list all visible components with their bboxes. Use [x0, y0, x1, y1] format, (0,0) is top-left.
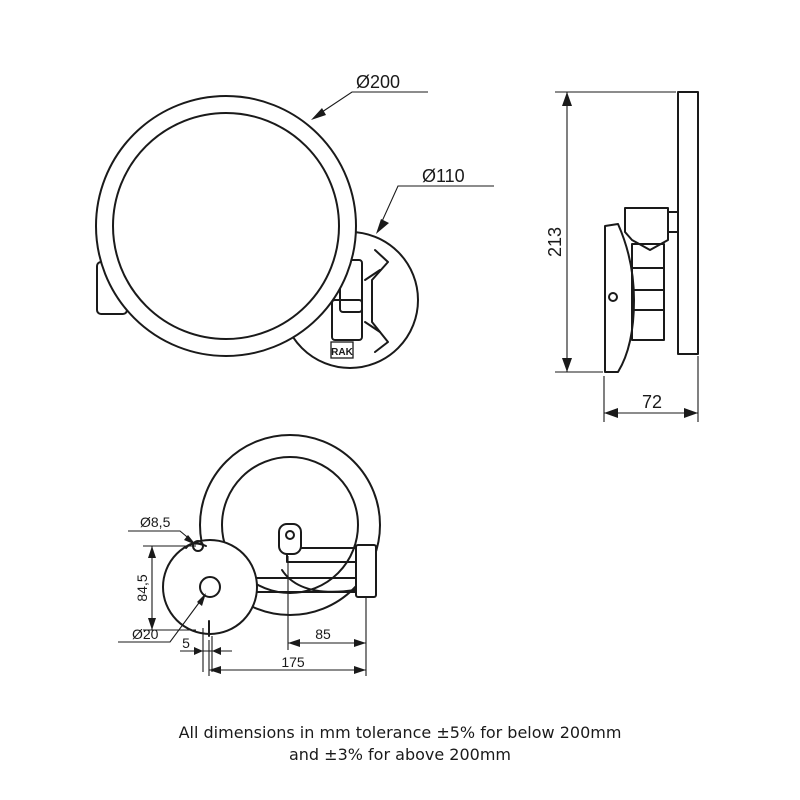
top-joint-block: [355, 544, 377, 598]
overall-length-label: 175: [281, 654, 305, 670]
brand-badge: [330, 341, 354, 359]
back-plate-diameter-leader: [378, 185, 494, 229]
wall-plate: [677, 91, 699, 355]
front-view: RAK Ø200 Ø110: [95, 72, 494, 369]
mount-block: [624, 207, 669, 251]
mirror-diameter-label: Ø200: [356, 72, 400, 92]
center-hole: [199, 576, 221, 598]
top-back-plate: [162, 539, 258, 635]
footnote-line-1: All dimensions in mm tolerance ±5% for b…: [178, 723, 622, 742]
chevron-joint: [371, 249, 389, 353]
hole-spacing-label: 84,5: [134, 574, 150, 601]
dimension-footnote: All dimensions in mm tolerance ±5% for b…: [0, 722, 800, 766]
side-view: 213 72: [545, 91, 699, 422]
brand-label: RAK: [331, 347, 353, 358]
center-hole-label: Ø20: [132, 626, 159, 642]
footnote-line-2: and ±3% for above 200mm: [288, 745, 511, 764]
offset-label: 5: [182, 635, 190, 651]
mirror-inner-ring: [112, 112, 340, 340]
swivel-block: [331, 299, 363, 341]
mirror-outer-ring: [95, 95, 357, 357]
depth-label: 72: [642, 392, 662, 412]
pivot-screw: [608, 292, 618, 302]
top-view: Ø8,5 84,5 Ø20 5 85 175: [118, 434, 381, 676]
top-mirror-outer: [199, 434, 381, 616]
arm-column: [631, 243, 665, 341]
arm-length-label: 85: [315, 626, 331, 642]
hole-diameter-label: Ø8,5: [140, 514, 171, 530]
back-plate-diameter-label: Ø110: [422, 166, 465, 186]
mirror-edge: [604, 223, 635, 373]
mirror-diameter-leader: [315, 91, 428, 117]
height-label: 213: [545, 227, 565, 257]
